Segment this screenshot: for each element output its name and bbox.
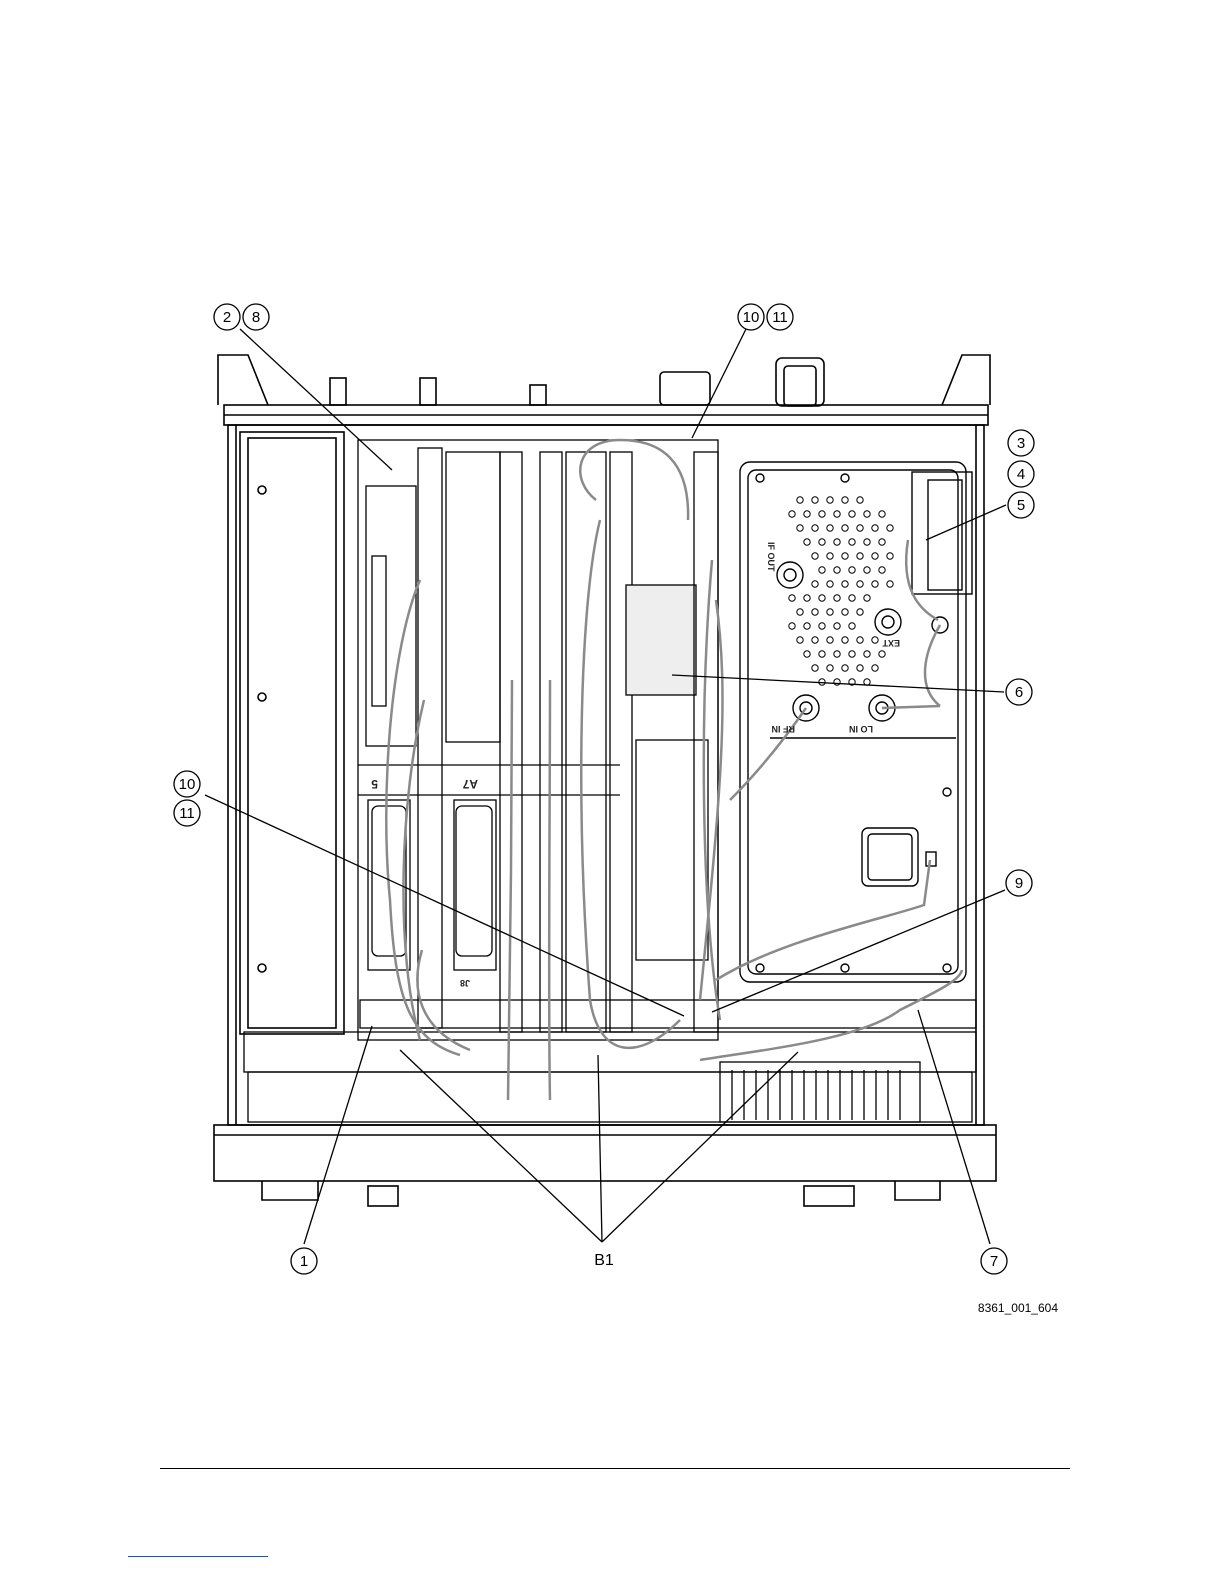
svg-text:7: 7 — [990, 1253, 998, 1270]
svg-text:11: 11 — [179, 805, 195, 822]
downconverter-module — [740, 462, 972, 982]
callout-2: 2 — [214, 304, 240, 330]
callout-5: 5 — [1008, 492, 1034, 518]
svg-text:1: 1 — [300, 1253, 308, 1270]
footer-rule — [160, 1468, 1070, 1469]
svg-text:5: 5 — [1017, 497, 1025, 514]
card-cage — [358, 440, 718, 1040]
svg-text:8: 8 — [252, 309, 260, 326]
a7-label: A7 — [462, 777, 478, 791]
callout-1: 1 — [291, 1248, 317, 1274]
footer-link-underline[interactable] — [128, 1556, 268, 1557]
callout-8: 8 — [243, 304, 269, 330]
callout-11-left: 11 — [174, 800, 200, 826]
cables — [386, 440, 962, 1100]
svg-text:11: 11 — [772, 309, 788, 326]
svg-text:9: 9 — [1015, 875, 1023, 892]
svg-text:10: 10 — [179, 776, 196, 793]
svg-text:2: 2 — [223, 309, 231, 326]
b1-label: B1 — [594, 1252, 614, 1269]
callout-4: 4 — [1008, 461, 1034, 487]
svg-text:10: 10 — [743, 309, 760, 326]
callout-10-left: 10 — [174, 771, 200, 797]
vent-holes — [789, 497, 893, 685]
callouts: 2 8 10 11 3 4 5 6 — [174, 304, 1034, 1274]
j8-label: J8 — [460, 978, 470, 988]
chassis-body — [214, 355, 996, 1206]
callout-7: 7 — [981, 1248, 1007, 1274]
figure-id: 8361_001_604 — [978, 1301, 1058, 1315]
callout-6: 6 — [1006, 679, 1032, 705]
callout-3: 3 — [1008, 430, 1034, 456]
callout-10-top: 10 — [738, 304, 764, 330]
svg-text:4: 4 — [1017, 466, 1025, 483]
svg-text:3: 3 — [1017, 435, 1025, 452]
a5-label: 5 — [371, 777, 378, 791]
ext-label: EXT — [882, 638, 900, 648]
svg-text:6: 6 — [1015, 684, 1023, 701]
rf-in-label: RF IN — [772, 724, 796, 734]
callout-11-top: 11 — [767, 304, 793, 330]
lo-in-label: LO IN — [849, 724, 873, 734]
callout-9: 9 — [1006, 870, 1032, 896]
if-out-label: IF OUT — [766, 542, 776, 572]
